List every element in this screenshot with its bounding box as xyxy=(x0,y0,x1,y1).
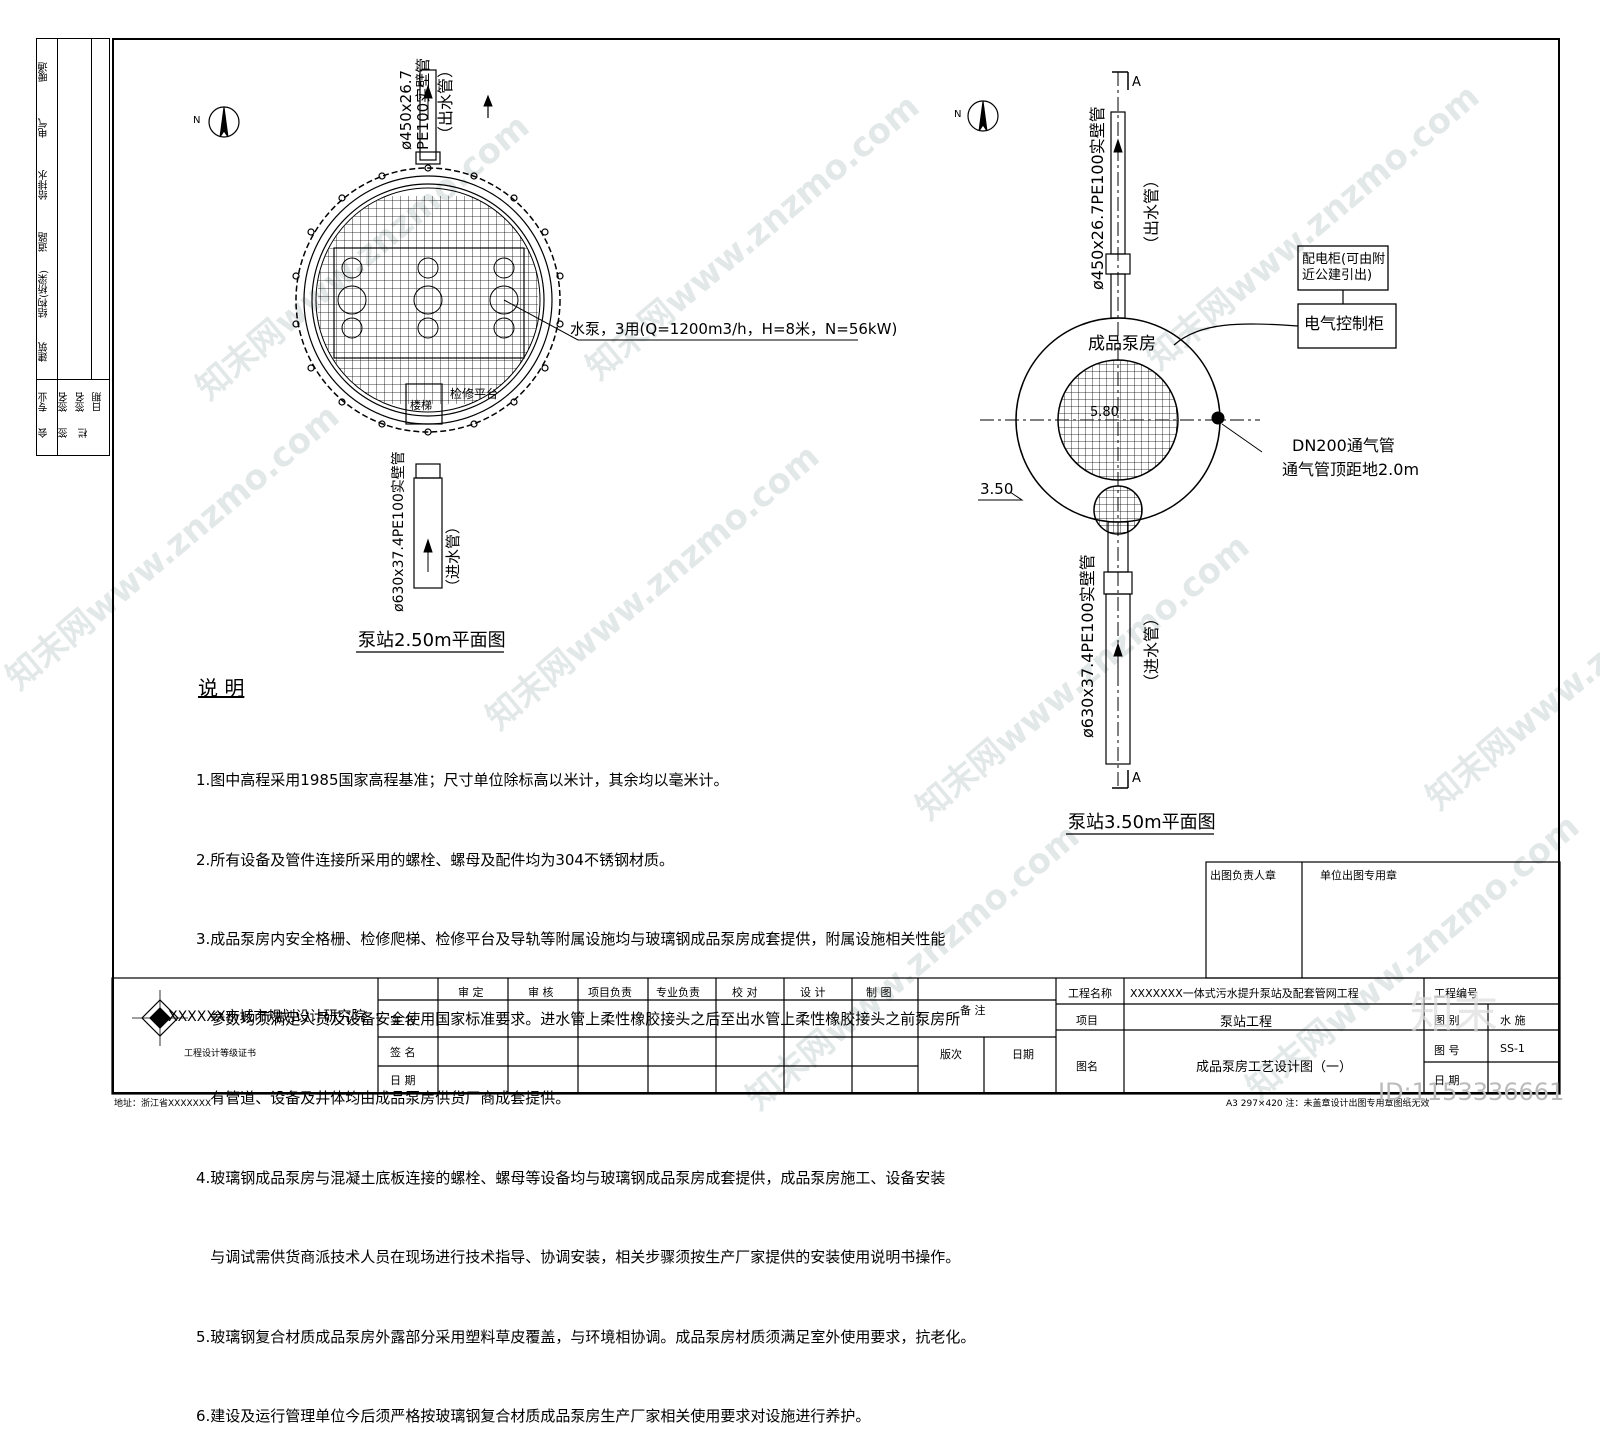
remark-label: 备 注 xyxy=(960,1004,986,1017)
outlet-label: （出水管） xyxy=(1142,171,1161,252)
project-name: XXXXXXX一体式污水提升泵站及配套管网工程 xyxy=(1130,987,1359,1000)
north-label: N xyxy=(954,109,962,120)
role-pm: 项目负责 xyxy=(588,986,632,999)
outlet-pipe-label: ø450x26.7 PE100实壁管 xyxy=(397,57,432,150)
row-realname: 实 名 xyxy=(390,1014,416,1027)
pump-label: 水泵，3用(Q=1200m3/h，H=8米，N=56kW) xyxy=(570,320,898,338)
pump-house-label: 成品泵房 xyxy=(1088,334,1156,354)
fig-type-value: 水 施 xyxy=(1500,1014,1526,1027)
note-item: 4.玻璃钢成品泵房与混凝土底板连接的螺栓、螺母等设备均与玻璃钢成品泵房成套提供，… xyxy=(196,1168,946,1187)
fig-type-label: 图 别 xyxy=(1434,1014,1460,1027)
inlet-pipe-label: ø630x37.4PE100实壁管 xyxy=(1078,554,1097,738)
sheet-no-label: 图 号 xyxy=(1434,1044,1460,1057)
role-design: 设 计 xyxy=(800,986,826,999)
vent-label: DN200通气管 xyxy=(1292,436,1395,455)
role-check: 校 对 xyxy=(732,986,758,999)
item-value: 泵站工程 xyxy=(1220,1015,1273,1030)
section-mark-bottom: A xyxy=(1132,771,1141,786)
notes-heading: 说 明 xyxy=(198,676,245,700)
paper-note: A3 297×420 注：未盖章设计出图专用章图纸无效 xyxy=(1226,1099,1430,1109)
inlet-pipe-label: ø630x37.4PE100实壁管 xyxy=(391,451,407,612)
note-item: 1.图中高程采用1985国家高程基准；尺寸单位除标高以米计，其余均以毫米计。 xyxy=(196,771,729,789)
section-mark-top: A xyxy=(1132,75,1141,90)
project-no-label: 工程编号 xyxy=(1434,987,1478,1000)
version-label: 版次 xyxy=(940,1048,962,1061)
north-label: N xyxy=(193,115,201,126)
drawing-label: 图名 xyxy=(1076,1060,1098,1073)
note-item: 5.玻璃钢复合材质成品泵房外露部分采用塑料草皮覆盖，与环境相协调。成品泵房材质须… xyxy=(196,1327,976,1346)
note-item: 2.所有设备及管件连接所采用的螺栓、螺母及配件均为304不锈钢材质。 xyxy=(196,850,674,869)
outlet-label: （出水管） xyxy=(436,61,455,142)
drawing-canvas xyxy=(111,69,1561,1095)
role-review: 审 核 xyxy=(528,986,554,999)
left-plan xyxy=(208,69,858,653)
sheet-no-value: SS-1 xyxy=(1500,1042,1525,1055)
note-item: 6.建设及运行管理单位今后须严格按玻璃钢复合材质成品泵房生产厂家相关使用要求对设… xyxy=(196,1407,871,1425)
signoff-strip xyxy=(36,38,110,456)
drawing-name: 成品泵房工艺设计图（一） xyxy=(1196,1060,1353,1075)
title-block xyxy=(111,861,1561,1095)
inlet-label: （进水管） xyxy=(1142,609,1161,690)
row-signature: 签 名 xyxy=(390,1046,416,1059)
project-name-label: 工程名称 xyxy=(1068,987,1112,1000)
date2-label: 日 期 xyxy=(1434,1074,1460,1087)
distribution-cabinet: 配电柜(可由附近公建引出) xyxy=(1302,252,1386,283)
note-item: 与调试需供货商派技术人员在现场进行技术指导、协调安装，相关步骤须按生产厂家提供的… xyxy=(196,1248,961,1266)
institute-name: XXXXXX市城市规划设计研究院 xyxy=(168,1009,366,1025)
image-id: ID:1153336661 xyxy=(1378,1078,1565,1106)
cert-label: 工程设计等级证书 xyxy=(184,1049,257,1059)
platform-label: 检修平台 xyxy=(450,387,499,401)
stamp-unit: 单位出图专用章 xyxy=(1320,869,1397,882)
elevation-left: 3.50 xyxy=(980,480,1014,498)
outlet-pipe-label: ø450x26.7PE100实壁管 xyxy=(1088,106,1107,290)
note-item: 有管道、设备及井体均由成品泵房供货厂商成套提供。 xyxy=(196,1089,571,1107)
vent-height-label: 通气管顶距地2.0m xyxy=(1282,460,1420,479)
right-plan xyxy=(967,71,1397,835)
stamp-responsible: 出图负责人章 xyxy=(1210,869,1276,882)
brand-logo: 知末 xyxy=(1410,988,1498,1039)
role-approve: 审 定 xyxy=(458,986,484,999)
row-date: 日 期 xyxy=(390,1074,416,1087)
role-draft: 制 图 xyxy=(866,986,892,999)
address: 地址：浙江省XXXXXXX xyxy=(114,1099,212,1109)
notes-list: 1.图中高程采用1985国家高程基准；尺寸单位除标高以米计，其余均以毫米计。 2… xyxy=(196,714,975,1456)
left-plan-title: 泵站2.50m平面图 xyxy=(358,630,506,651)
inlet-label: （进水管） xyxy=(444,518,462,594)
right-plan-title: 泵站3.50m平面图 xyxy=(1068,812,1216,833)
drawing-frame xyxy=(112,38,1560,1094)
institute-logo xyxy=(132,990,188,1046)
control-cabinet: 电气控制柜 xyxy=(1304,314,1385,333)
note-item: 参数均须满足人员及设备安全使用国家标准要求。进水管上柔性橡胶接头之后至出水管上柔… xyxy=(196,1009,961,1028)
date-label: 日期 xyxy=(1012,1048,1034,1061)
note-item: 3.成品泵房内安全格栅、检修爬梯、检修平台及导轨等附属设施均与玻璃钢成品泵房成套… xyxy=(196,930,946,948)
item-label: 项目 xyxy=(1076,1014,1098,1027)
stair-label: 楼梯 xyxy=(410,399,432,412)
role-lead: 专业负责 xyxy=(656,986,700,999)
elevation-center: 5.80 xyxy=(1090,405,1119,420)
